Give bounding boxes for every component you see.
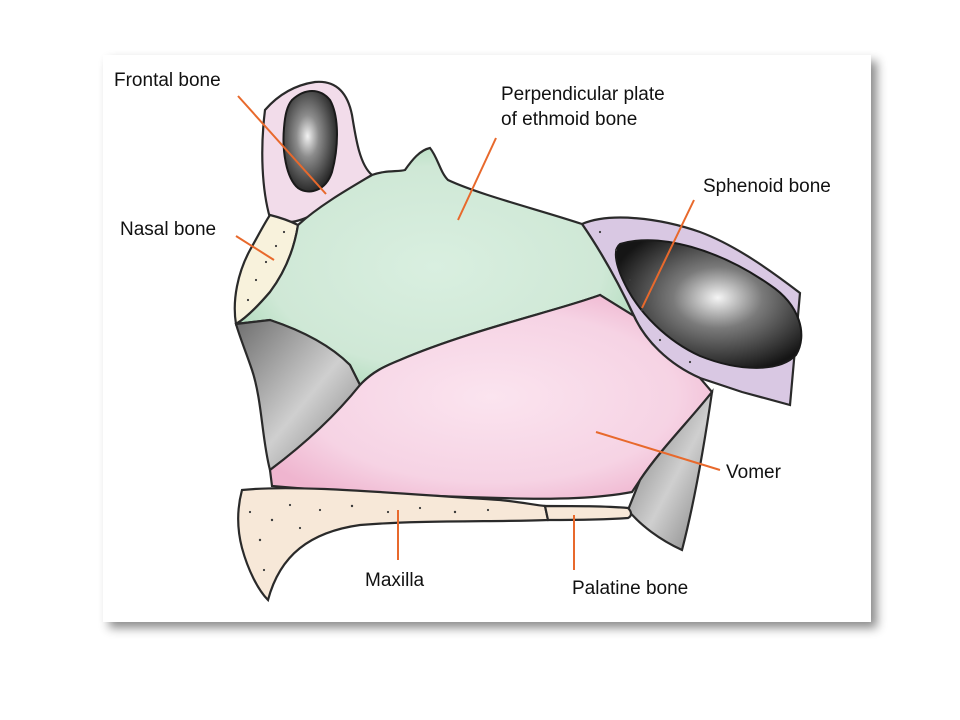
sphenoid-sinus [614,239,803,369]
leader-frontal [237,95,327,195]
label-sphenoid-bone: Sphenoid bone [703,176,831,197]
leader-vomer [595,431,721,471]
maxilla-bone [237,487,550,603]
label-palatine-bone: Palatine bone [572,578,688,599]
leader-lines [235,95,721,570]
palatine-bone [543,504,633,522]
label-vomer: Vomer [726,462,782,483]
frontal-sinus [282,90,338,193]
label-frontal-bone: Frontal bone [114,70,221,91]
label-maxilla: Maxilla [365,570,425,591]
label-nasal-bone: Nasal bone [120,219,216,240]
leader-nasal [235,235,275,261]
label-ethmoid-line1: Perpendicular plate [501,84,665,105]
label-ethmoid-line2: of ethmoid bone [501,109,637,130]
leader-ethmoid [457,137,497,221]
bone-texture-dots [246,230,692,572]
leader-sphenoid [641,199,695,309]
